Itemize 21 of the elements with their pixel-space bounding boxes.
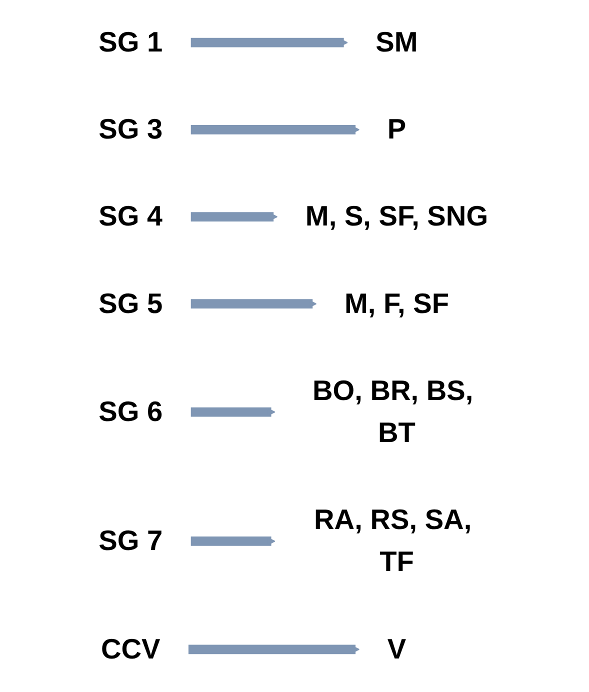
node-text: M, S, SF, SNG [305, 201, 488, 232]
node-text: SG 4 [98, 201, 163, 232]
node-text: M, F, SF [344, 288, 450, 320]
node-text: V [387, 634, 406, 665]
node-text: RA, RS, SA, TF [314, 504, 472, 578]
arrow [190, 38, 348, 48]
node-text: SG 7 [98, 526, 163, 557]
node-text: SM [376, 27, 418, 58]
arrow [188, 644, 360, 654]
arrow [190, 125, 360, 134]
arrow [190, 407, 276, 417]
node-text: CCV [100, 634, 160, 665]
arrow [190, 299, 317, 309]
node-text: P [387, 114, 406, 146]
arrow [190, 536, 276, 546]
node-text: SG 5 [98, 288, 163, 320]
arrow [190, 212, 278, 222]
node-text: SG 1 [98, 27, 163, 58]
node-text: SG 3 [98, 114, 163, 146]
node-text: SG 6 [98, 396, 163, 428]
node-text: BO, BR, BS, BT [312, 375, 474, 449]
